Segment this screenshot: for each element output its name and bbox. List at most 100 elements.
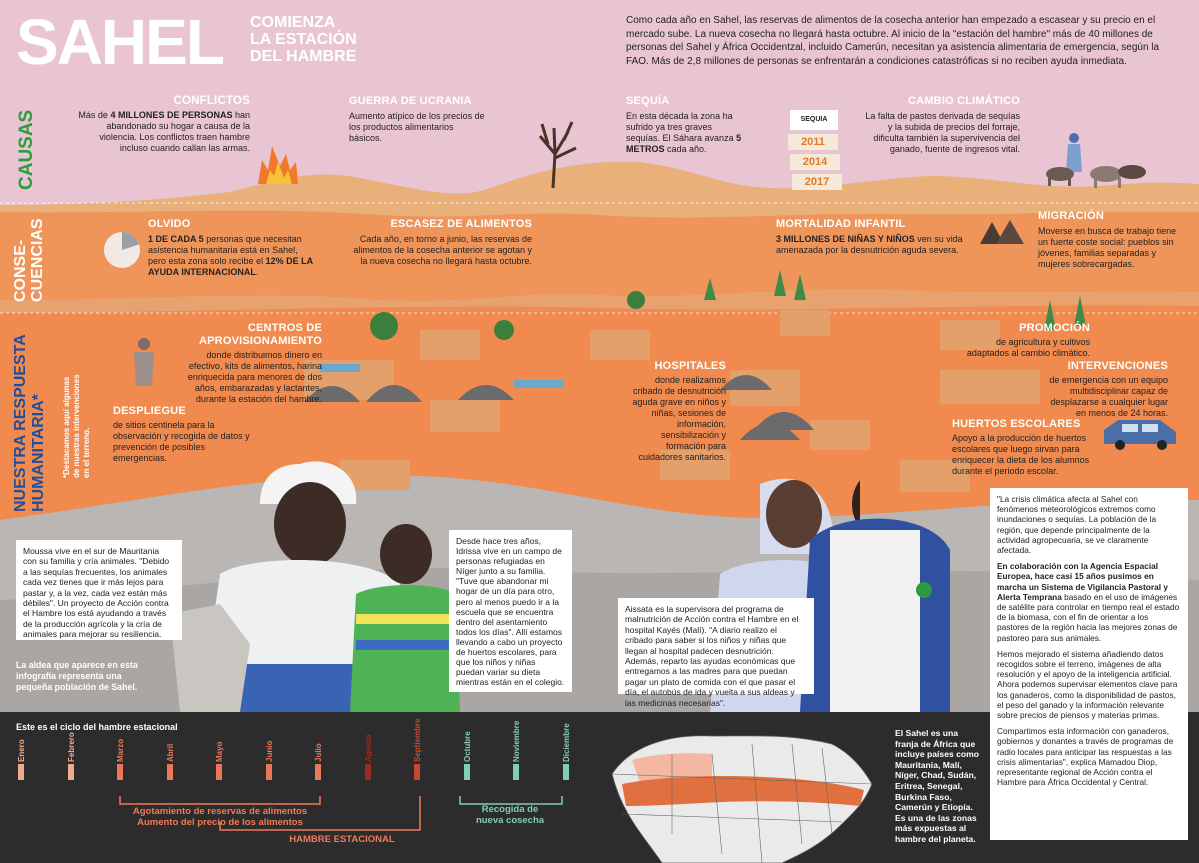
drought-year-3: 2017: [792, 174, 842, 190]
page-subtitle: COMIENZA LA ESTACIÓN DEL HAMBRE: [250, 14, 357, 65]
cycle-label-hunger: HAMBRE ESTACIONAL: [289, 834, 395, 845]
subtitle-line-2: LA ESTACIÓN: [250, 31, 357, 48]
consequence-mortalidad-title: MORTALIDAD INFANTIL: [776, 218, 906, 230]
consecuencias-line-2: CUENCIAS: [29, 218, 46, 302]
cycle-label-5: nueva cosecha: [475, 815, 545, 826]
response-huertos: HUERTOS ESCOLARES Apoyo a la producción …: [952, 418, 1092, 477]
month-label: Enero: [17, 739, 26, 762]
consequence-migracion-text: Moverse en busca de trabajo tiene un fue…: [1038, 226, 1177, 269]
response-hospitales-text: donde realizamos cribado de desnutrición…: [632, 375, 726, 462]
cycle-title: Este es el ciclo del hambre estacional: [16, 722, 178, 732]
quote-paragraph-2: En colaboración con la Agencia Espacial …: [997, 561, 1180, 643]
consequence-escasez-title: ESCASEZ DE ALIMENTOS: [390, 218, 532, 230]
village-note: La aldea que aparece en esta infografía …: [16, 660, 138, 692]
month-label: Mayo: [215, 741, 224, 762]
emergency-vehicle-icon: [1104, 420, 1176, 450]
story-moussa: Moussa vive en el sur de Mauritania con …: [16, 540, 182, 640]
consequence-migracion-title: MIGRACIÓN: [1038, 210, 1104, 222]
month-label: Diciembre: [561, 723, 571, 762]
response-hospitales: HOSPITALES donde realizamos cribado de d…: [626, 360, 726, 463]
respuesta-note: *Destacamos aquí algunas de nuestras int…: [62, 374, 92, 478]
subtitle-line-3: DEL HAMBRE: [250, 48, 357, 65]
response-intervenciones-title: INTERVENCIONES: [1067, 360, 1168, 372]
drought-label: SEQUIA: [790, 110, 838, 130]
consequence-mortalidad-text: 3 MILLONES DE NIÑAS Y NIÑOS ven su vida …: [776, 234, 963, 255]
cause-sequia-text: En esta década la zona ha sufrido ya tre…: [626, 111, 742, 154]
month-label: Abril: [165, 743, 175, 762]
response-hospitales-title: HOSPITALES: [654, 360, 726, 372]
cause-conflictos-title: CONFLICTOS: [173, 95, 250, 107]
month-marker: [265, 764, 272, 780]
month-label: Agosto: [363, 734, 373, 762]
response-promocion-title: PROMOCIÓN: [1019, 322, 1090, 334]
month-label: Noviembre: [512, 720, 521, 762]
note-line-2: de nuestras intervenciones: [72, 374, 81, 478]
cause-clima-title: CAMBIO CLIMÁTICO: [908, 95, 1020, 107]
response-promocion: PROMOCIÓN de agricultura y cultivos adap…: [960, 322, 1090, 359]
subtitle-line-1: COMIENZA: [250, 14, 336, 31]
response-centros: CENTROS DE APROVISIONAMIENTO donde distr…: [172, 322, 322, 405]
response-despliegue-text: de sitios centinela para la observación …: [113, 420, 250, 463]
respuesta-line-2: HUMANITARIA*: [30, 394, 47, 512]
sentinel-person-icon: [134, 338, 154, 386]
month-marker: [216, 764, 222, 780]
consequence-olvido-text: 1 DE CADA 5 personas que necesitan asist…: [148, 234, 313, 277]
consequence-migracion: MIGRACIÓN Moverse en busca de trabajo ti…: [1038, 210, 1188, 270]
drought-calendar: SEQUIA 2011 2014 2017: [788, 110, 842, 192]
month-marker: [166, 764, 173, 780]
month-label: Junio: [264, 740, 274, 762]
cause-sequia: SEQUÍA En esta década la zona ha sufrido…: [626, 95, 746, 155]
cause-clima-text: La falta de pastos derivada de sequías y…: [865, 111, 1020, 154]
month-marker: [67, 764, 74, 780]
cause-ucrania-title: GUERRA DE UCRANIA: [349, 95, 472, 107]
cause-conflictos: CONFLICTOS Más de 4 MILLONES DE PERSONAS…: [70, 95, 250, 154]
cycle-labels-depletion: Agotamiento de reservas de alimentos Aum…: [120, 806, 320, 828]
cause-ucrania: GUERRA DE UCRANIA Aumento atípico de los…: [349, 95, 489, 144]
cycle-labels-harvest: Recogida de nueva cosecha: [470, 804, 550, 826]
quote-paragraph-1: "La crisis climática afecta al Sahel con…: [997, 494, 1157, 556]
cycle-label-1: Agotamiento de reservas de alimentos: [132, 806, 308, 817]
dead-tree-icon: [538, 121, 577, 188]
migration-icon: [980, 220, 1024, 244]
quote-paragraph-4: Compartimos esta información con ganader…: [997, 726, 1174, 788]
response-intervenciones-text: de emergencia con un equipo multidiscipl…: [1049, 375, 1168, 418]
consequence-olvido-title: OLVIDO: [148, 218, 191, 230]
month-label: Marzo: [116, 738, 125, 762]
section-label-respuesta: NUESTRA RESPUESTA HUMANITARIA*: [12, 334, 48, 512]
response-despliegue-title: DESPLIEGUE: [113, 405, 186, 417]
sahel-map: [611, 735, 873, 863]
fire-icon: [258, 146, 298, 184]
herder-cattle-icon: [1046, 133, 1146, 188]
response-huertos-text: Apoyo a la producción de huertos escolar…: [952, 433, 1090, 476]
drought-year-2: 2014: [790, 154, 840, 170]
section-label-consecuencias: CONSE- CUENCIAS: [12, 218, 46, 302]
village-illustration: [304, 270, 1086, 492]
cause-clima: CAMBIO CLIMÁTICO La falta de pastos deri…: [860, 95, 1020, 155]
note-line-1: *Destacamos aquí algunas: [62, 376, 71, 478]
month-marker: [364, 764, 371, 780]
story-aissata: Aissata es la supervisora del programa d…: [618, 598, 814, 708]
consequence-escasez: ESCASEZ DE ALIMENTOS Cada año, en torno …: [344, 218, 532, 267]
consequence-escasez-text: Cada año, en torno a junio, las reservas…: [353, 234, 532, 266]
intro-paragraph: Como cada año en Sahel, las reservas de …: [626, 15, 1160, 67]
month-marker: [315, 764, 321, 780]
response-intervenciones: INTERVENCIONES de emergencia con un equi…: [1038, 360, 1168, 419]
response-promocion-text: de agricultura y cultivos adaptados al c…: [966, 337, 1090, 358]
response-centros-title-1: CENTROS DE: [247, 322, 322, 334]
month-marker: [463, 764, 470, 780]
cycle-label-2: Aumento del precio de los alimentos: [137, 817, 303, 828]
pie-one-in-five-icon: [104, 232, 140, 268]
month-marker: [513, 764, 519, 780]
cycle-label-4: Recogida de: [481, 804, 539, 815]
note-line-3: en el terreno.: [82, 427, 91, 478]
response-huertos-title: HUERTOS ESCOLARES: [952, 418, 1081, 430]
month-marker: [414, 764, 420, 780]
cycle-brackets: [119, 796, 563, 831]
story-idrissa: Desde hace tres años, Idrissa vive en un…: [449, 530, 572, 692]
month-marker: [562, 764, 569, 780]
quote-paragraph-3: Hemos mejorado el sistema añadiendo dato…: [997, 648, 1178, 721]
drought-year-1: 2011: [788, 134, 838, 150]
story-mamadou: "La crisis climática afecta al Sahel con…: [990, 488, 1188, 840]
